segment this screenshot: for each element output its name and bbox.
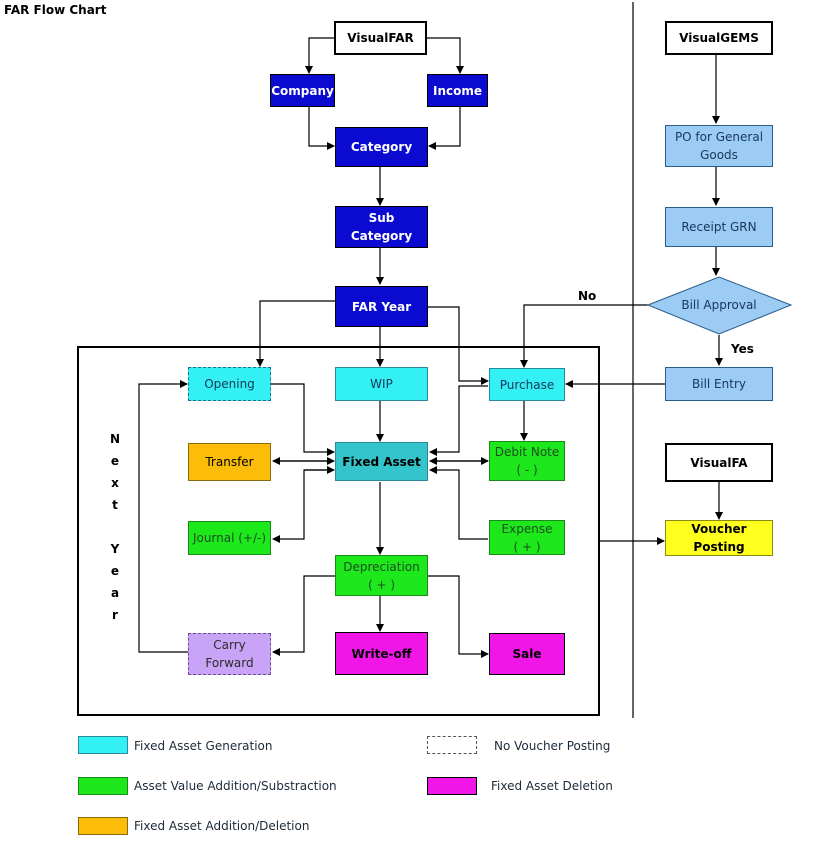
legend-text: Fixed Asset Generation [134,739,273,753]
node-sale: Sale [489,633,565,675]
edge-carryforward-opening [138,380,188,653]
node-carry-forward: Carry Forward [188,633,271,675]
node-income: Income [427,74,488,107]
expense-line-1: Expense [501,521,553,536]
edge-depreciation-carryforward [272,575,335,656]
next-year-letter: Y [110,542,120,556]
node-debit-note: Debit Note ( - ) [489,441,565,481]
node-visualfar: VisualFAR [334,21,427,55]
next-year-letter: e [110,564,120,578]
edge-opening-fixedasset [271,383,335,456]
po-line-2: Goods [700,148,738,162]
debit-note-line-2: ( - ) [516,463,538,477]
legend-text: Fixed Asset Deletion [491,779,613,793]
node-wip: WIP [335,367,428,401]
next-year-letter [108,516,122,538]
next-year-letter: t [112,498,118,512]
edge-purchase-fixedasset [429,385,488,456]
node-purchase: Purchase [489,368,565,401]
node-company: Company [270,74,335,107]
node-transfer: Transfer [188,443,271,481]
debit-note-line-1: Debit Note [494,445,560,459]
legend-swatch-green [78,777,128,795]
node-write-off: Write-off [335,632,428,675]
edge-label-no: No [578,289,597,303]
carry-forward-line-1: Carry [213,638,246,652]
legend-text: No Voucher Posting [494,739,611,753]
edge-faryear-opening [256,300,335,367]
next-year-letter: N [109,432,121,446]
node-visualfa: VisualFA [665,443,773,482]
next-year-letter: e [110,454,120,468]
node-far-year: FAR Year [335,286,428,327]
expense-line-2: ( + ) [513,539,541,554]
edge-income-category [428,107,461,150]
page-title: FAR Flow Chart [4,3,107,17]
legend-text: Asset Value Addition/Substraction [134,779,337,793]
node-expense: Expense ( + ) [489,520,565,555]
legend-swatch-cyan [78,736,128,754]
next-year-letter: a [110,586,120,600]
depreciation-line-1: Depreciation [343,559,420,574]
node-visualgems: VisualGEMS [665,21,773,55]
node-fixed-asset: Fixed Asset [335,442,428,481]
node-receipt-grn: Receipt GRN [665,207,773,247]
next-year-label: N e x t Y e a r [108,428,122,626]
edge-company-category [308,107,335,150]
edge-expense-fixedasset [429,466,488,540]
node-voucher-posting: Voucher Posting [665,520,773,556]
edge-fixedasset-journal [272,469,334,543]
edge-faryear-purchase [428,306,489,385]
node-bill-approval-label: Bill Approval [681,298,757,312]
legend-swatch-magenta [427,777,477,795]
node-journal: Journal (+/-) [188,521,271,555]
fixed-asset-container [77,346,600,716]
edge-label-yes: Yes [731,342,754,356]
legend-text: Fixed Asset Addition/Deletion [134,819,310,833]
legend-swatch-orange [78,817,128,835]
edge-visualfar-income [427,37,464,74]
po-line-1: PO for General [674,130,764,144]
node-sub-category: Sub Category [335,206,428,248]
node-depreciation: Depreciation ( + ) [335,555,428,596]
carry-forward-line-2: Forward [205,656,254,670]
node-po-general-goods: PO for General Goods [665,125,773,167]
next-year-letter: x [111,476,119,490]
edge-visualfar-company [305,37,334,74]
legend-swatch-dashed [427,736,477,754]
edge-depreciation-sale [427,575,489,658]
node-category: Category [335,127,428,167]
next-year-letter: r [112,608,118,622]
bill-approval-diamond [646,276,793,335]
node-opening: Opening [188,367,271,401]
depreciation-line-2: ( + ) [367,577,396,592]
edge-billapproval-purchase [520,304,648,368]
node-bill-entry: Bill Entry [665,367,773,401]
